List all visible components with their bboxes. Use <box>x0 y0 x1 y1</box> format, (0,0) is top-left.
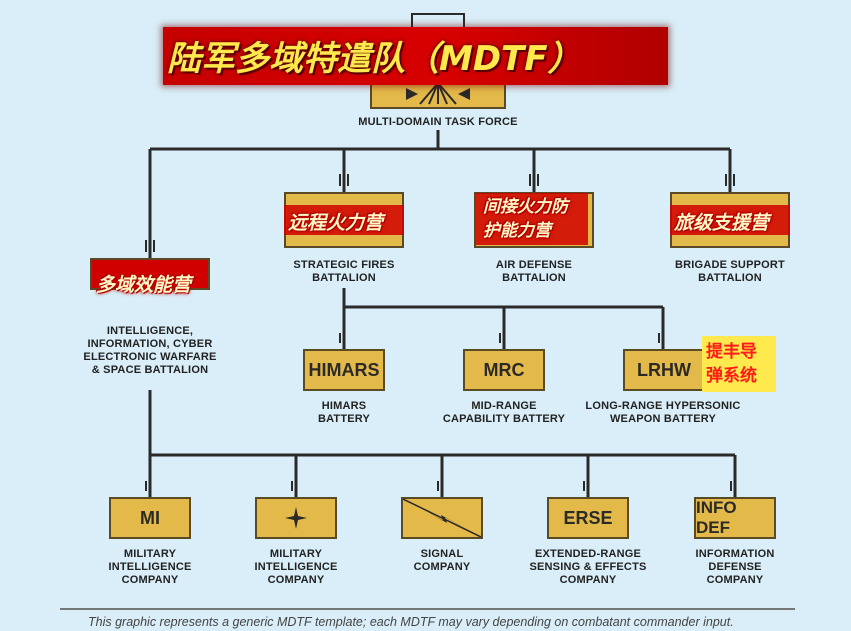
battery-box-lrhw: LRHW <box>623 349 705 391</box>
battalion-cn-adb: 间接火力防 护能力营 <box>483 197 568 241</box>
company-label-signal: SIGNAL COMPANY <box>413 548 471 573</box>
battery-label-mrc: MID-RANGE CAPABILITY BATTERY <box>442 400 566 425</box>
highlight-bsb <box>670 205 790 235</box>
battalion-label-mdeb: INTELLIGENCE, INFORMATION, CYBER ELECTRO… <box>83 325 217 376</box>
battery-box-mrc: MRC <box>463 349 545 391</box>
company-label-mi: MILITARY INTELLIGENCE COMPANY <box>108 548 192 586</box>
battery-label-himars: HIMARS BATTERY <box>317 400 371 425</box>
battalion-cn-mdeb: 多域效能营 <box>96 274 192 296</box>
company-box-infodef: INFO DEF <box>694 497 776 539</box>
footer-divider <box>60 608 795 610</box>
battery-box-himars: HIMARS <box>303 349 385 391</box>
chinese-title-text: 陆军多域特遣队（MDTF） <box>167 39 582 79</box>
battalion-cn-sfb: 远程火力营 <box>288 212 384 234</box>
hq-label: MULTI-DOMAIN TASK FORCE <box>358 116 518 128</box>
company-box-mi2 <box>255 497 337 539</box>
highlight-adb <box>476 193 588 245</box>
battery-label-lrhw: LONG-RANGE HYPERSONIC WEAPON BATTERY <box>585 400 741 425</box>
lrhw-cn-note-bg <box>702 336 776 392</box>
company-box-signal <box>401 497 483 539</box>
battalion-label-sfb: STRATEGIC FIRES BATTALION <box>293 259 395 284</box>
footnote: This graphic represents a generic MDTF t… <box>88 615 734 629</box>
battalion-label-bsb: BRIGADE SUPPORT BATTALION <box>675 259 785 284</box>
company-box-erse: ERSE <box>547 497 629 539</box>
chinese-title-banner: 陆军多域特遣队（MDTF） <box>163 27 668 85</box>
battalion-box-mdeb <box>90 258 210 290</box>
company-label-erse: EXTENDED-RANGE SENSING & EFFECTS COMPANY <box>529 548 647 586</box>
lightning-icon <box>403 499 481 537</box>
battalion-cn-bsb: 旅级支援营 <box>674 212 770 234</box>
star-burst-icon <box>285 507 307 529</box>
company-label-mi2: MILITARY INTELLIGENCE COMPANY <box>254 548 338 586</box>
battery-cn-lrhw: 提丰导 弹系统 <box>706 342 757 386</box>
highlight-sfb <box>284 205 404 235</box>
company-box-mi: MI <box>109 497 191 539</box>
battalion-label-adb: AIR DEFENSE BATTALION <box>495 259 573 284</box>
company-label-infodef: INFORMATION DEFENSE COMPANY <box>695 548 775 586</box>
